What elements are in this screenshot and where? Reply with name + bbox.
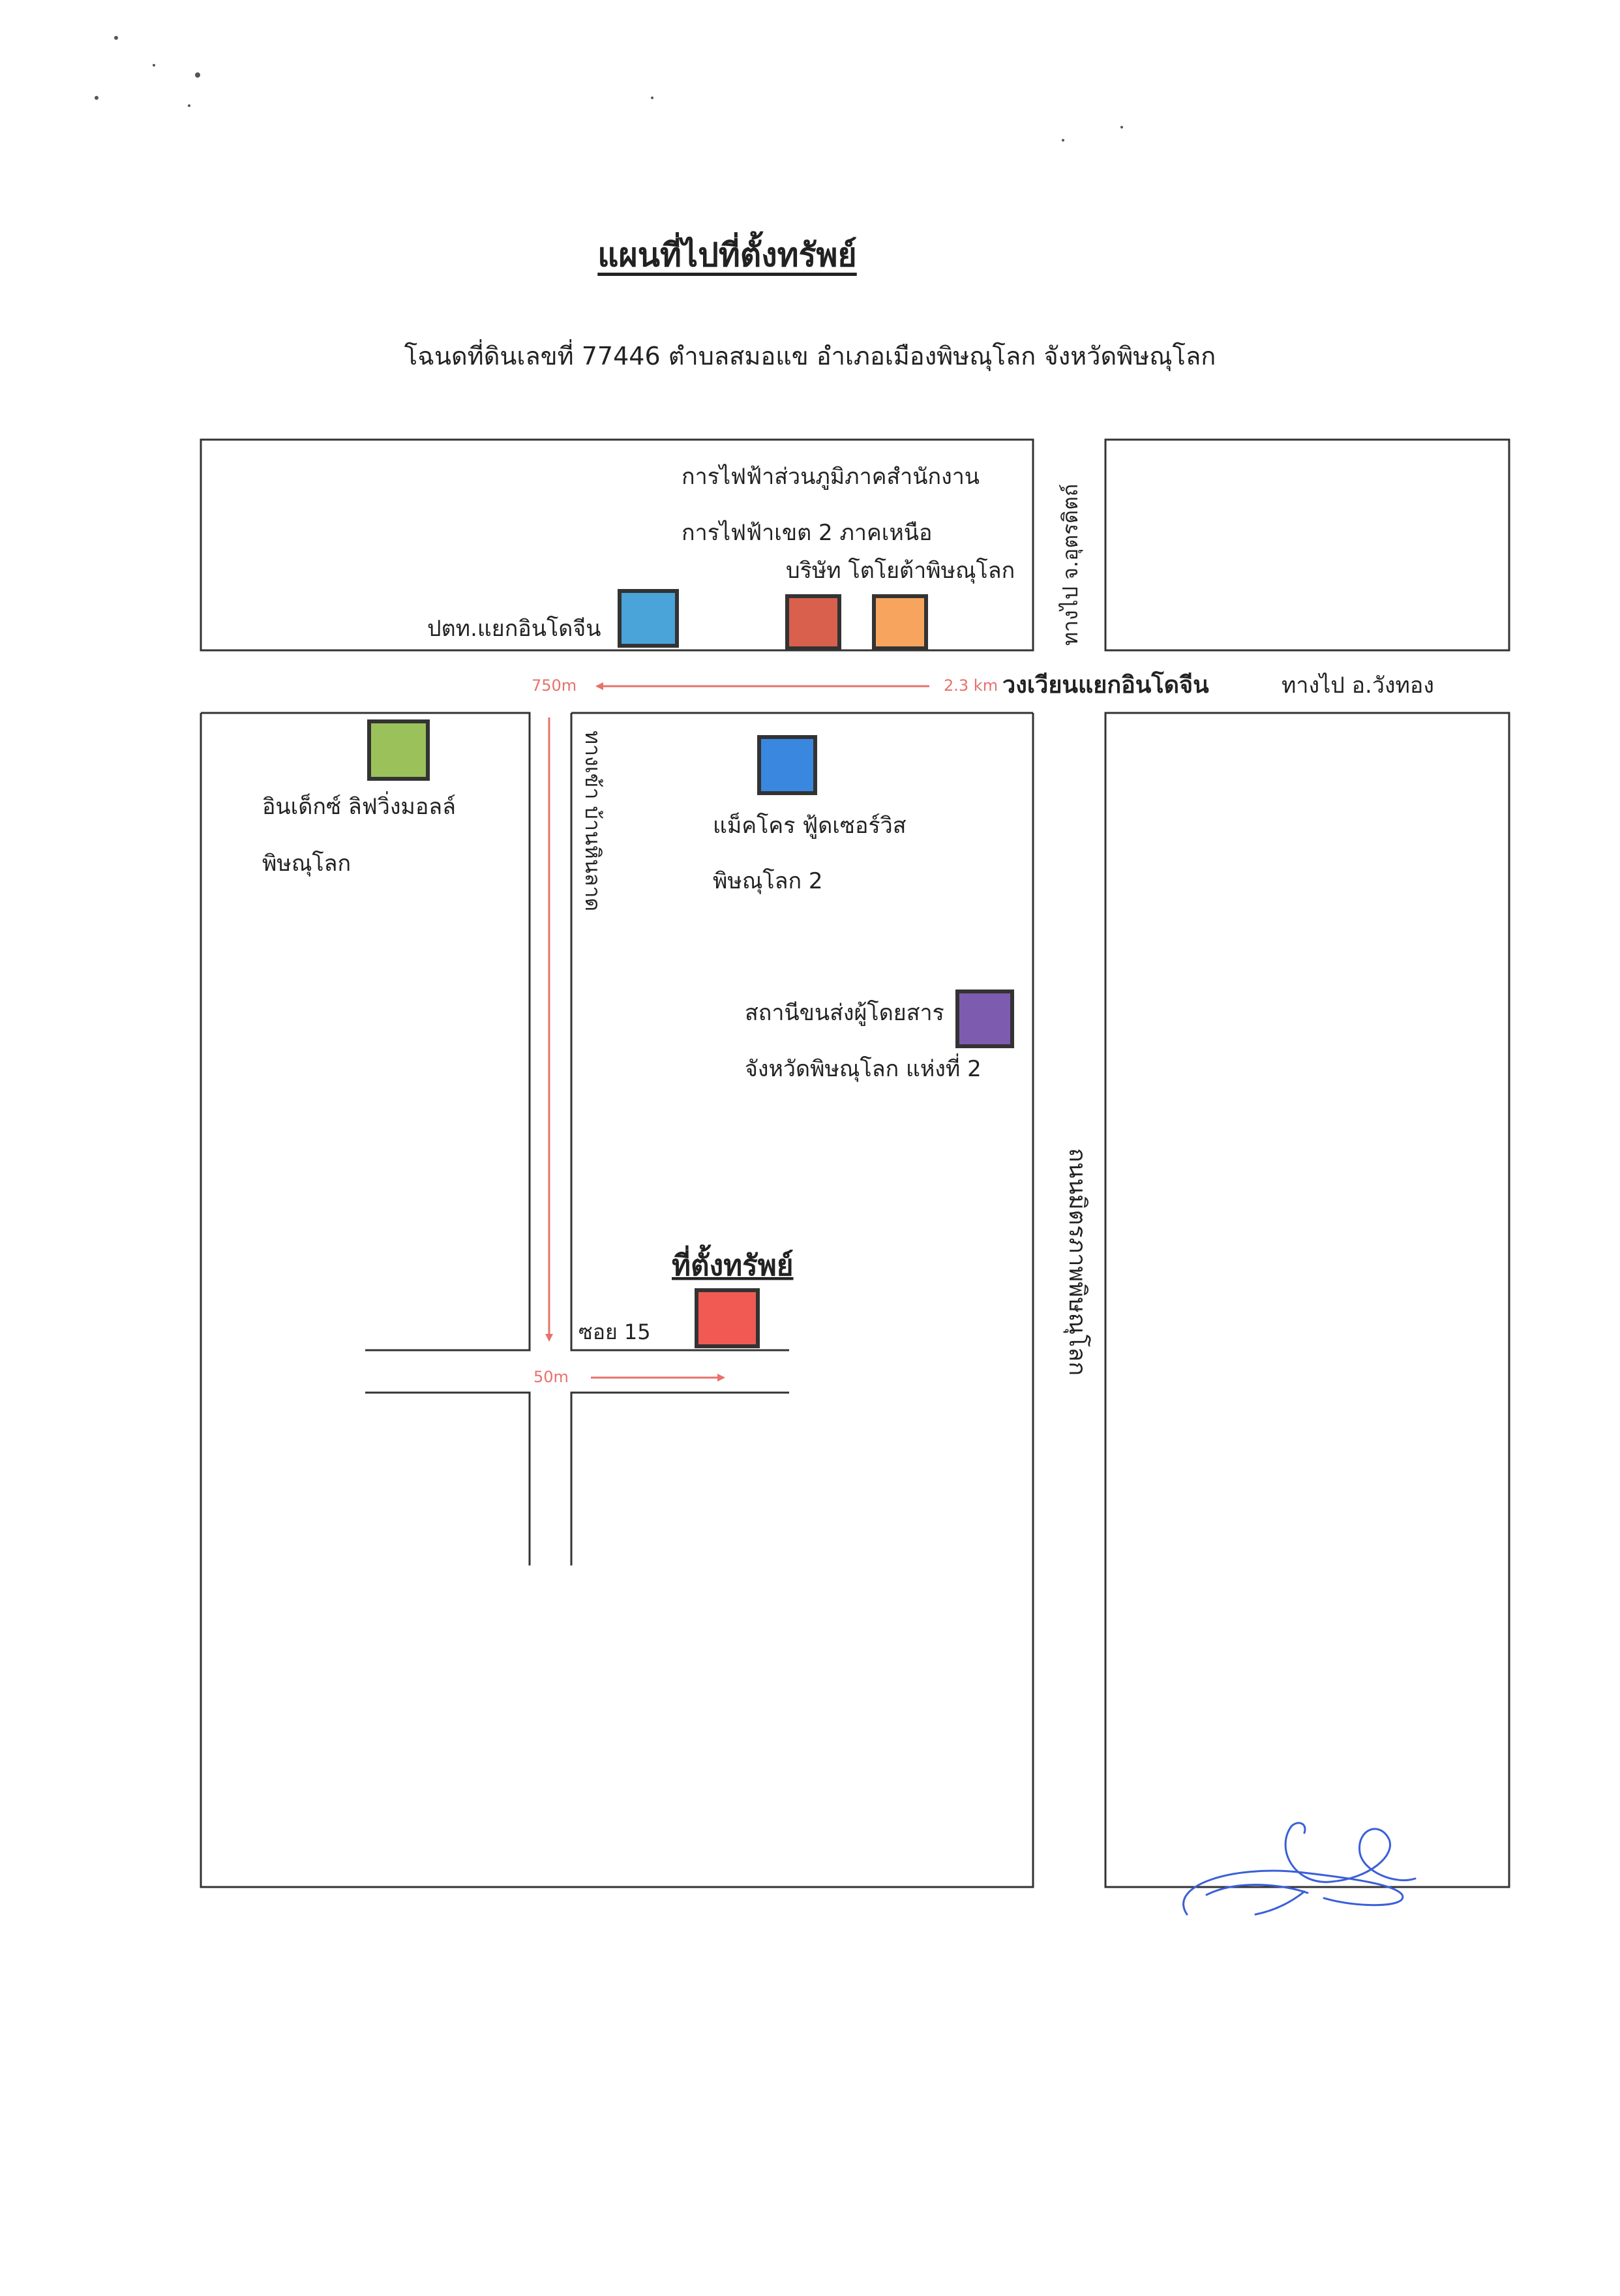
mittraphap-road-label: ถนนมิตรภาพพิษณุโลก	[1063, 1148, 1091, 1376]
pea-label-line2: การไฟฟ้าเขต 2 ภาคเหนือ	[682, 520, 932, 546]
property-label: ที่ตั้งทรัพย์	[672, 1244, 793, 1282]
distance-750m-label: 750m	[532, 676, 577, 695]
page-title: แผนที่ไปที่ตั้งทรัพย์	[597, 236, 857, 274]
to-uttaradit-label: ทางไป จ.อุตรดิตถ์	[1058, 484, 1083, 646]
distance-2-3km-label: 2.3 km	[944, 676, 998, 695]
bus-terminal-label-line2: จังหวัดพิษณุโลก แห่งที่ 2	[745, 1053, 982, 1082]
pea-marker	[785, 594, 841, 650]
index-label-line2: พิษณุโลก	[262, 851, 351, 877]
bus-terminal-label-line1: สถานีขนส่งผู้โดยสาร	[745, 1000, 944, 1026]
hin-lad-road-label: ทางเข้า บ้านหินลาด	[580, 731, 605, 911]
map-frame	[200, 438, 1510, 1888]
toyota-marker	[872, 594, 928, 650]
route-arrows	[545, 682, 929, 1382]
ptt-label: ปตท.แยกอินโดจีน	[427, 616, 601, 642]
scan-specks	[95, 36, 1123, 142]
indochina-circle-label: วงเวียนแยกอินโดจีน	[1002, 671, 1209, 699]
pea-label-line1: การไฟฟ้าส่วนภูมิภาคสำนักงาน	[682, 464, 980, 490]
soi-15-label: ซอย 15	[578, 1320, 651, 1344]
signature	[1182, 1822, 1417, 1916]
makro-label-line2: พิษณุโลก 2	[713, 868, 823, 894]
makro-label-line1: แม็คโคร ฟู้ดเซอร์วิส	[713, 812, 907, 839]
bus-terminal-marker	[955, 989, 1014, 1048]
deed-subtitle: โฉนดที่ดินเลขที่ 77446 ตำบลสมอแข อำเภอเม…	[404, 342, 1216, 370]
makro-marker	[757, 735, 817, 795]
ptt-marker	[618, 589, 679, 648]
property-marker	[695, 1288, 760, 1348]
index-marker	[367, 719, 430, 781]
distance-50m-label: 50m	[533, 1368, 569, 1386]
index-label-line1: อินเด็กซ์ ลิฟวิ่งมอลล์	[262, 791, 456, 820]
to-wangthong-label: ทางไป อ.วังทอง	[1282, 672, 1434, 699]
toyota-label: บริษัท โตโยต้าพิษณุโลก	[786, 558, 1015, 584]
